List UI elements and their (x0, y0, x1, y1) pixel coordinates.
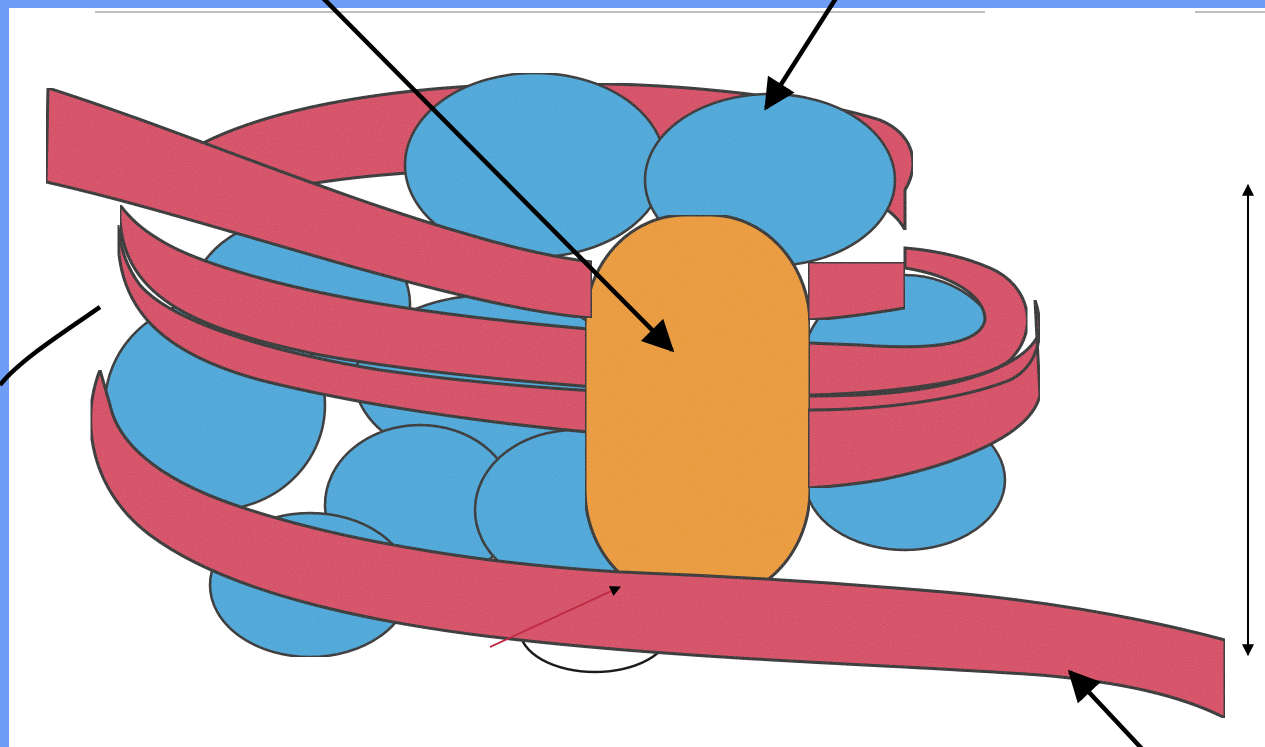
dna-front-strand-right (808, 262, 905, 320)
pointer-to-histone-octamer (766, 0, 838, 108)
linker-histone-h1 (585, 215, 810, 600)
pointer-to-nucleosome-left (0, 307, 100, 385)
